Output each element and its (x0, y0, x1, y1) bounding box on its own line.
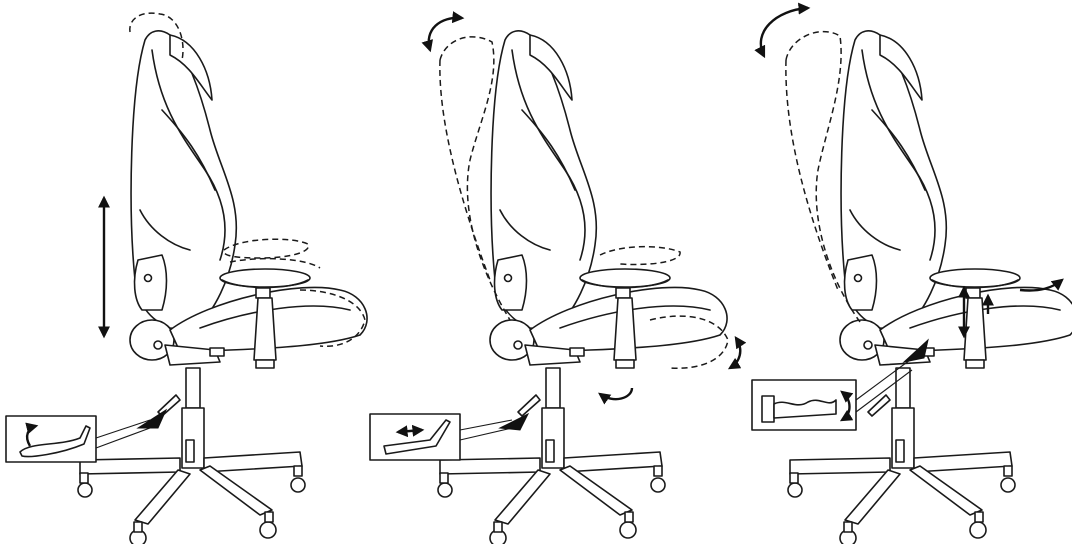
lever-lift-icon (19, 422, 91, 458)
pointer-arrow-icon (902, 338, 929, 363)
tilt-knob-icon (761, 390, 854, 423)
chair-side-view (437, 30, 728, 547)
curved-rotate-arrow-icon (727, 336, 747, 370)
panel-tilt-lock-adjust (751, 2, 1072, 547)
pointer-arrow-icon (498, 412, 530, 431)
raised-armrest-outline (223, 238, 310, 259)
chair-side-view (787, 30, 1072, 547)
reclined-backrest-outline (785, 30, 861, 323)
panel-recline-adjust (369, 11, 747, 547)
raised-headrest-outline (129, 12, 184, 61)
curved-rotate-arrow-icon (421, 11, 465, 53)
lever-push-icon (383, 419, 451, 455)
curved-rotate-arrow-icon (754, 2, 811, 59)
chair-side-view (77, 30, 368, 547)
pointer-arrow-icon (136, 408, 168, 429)
panel-height-adjust (5, 12, 368, 547)
